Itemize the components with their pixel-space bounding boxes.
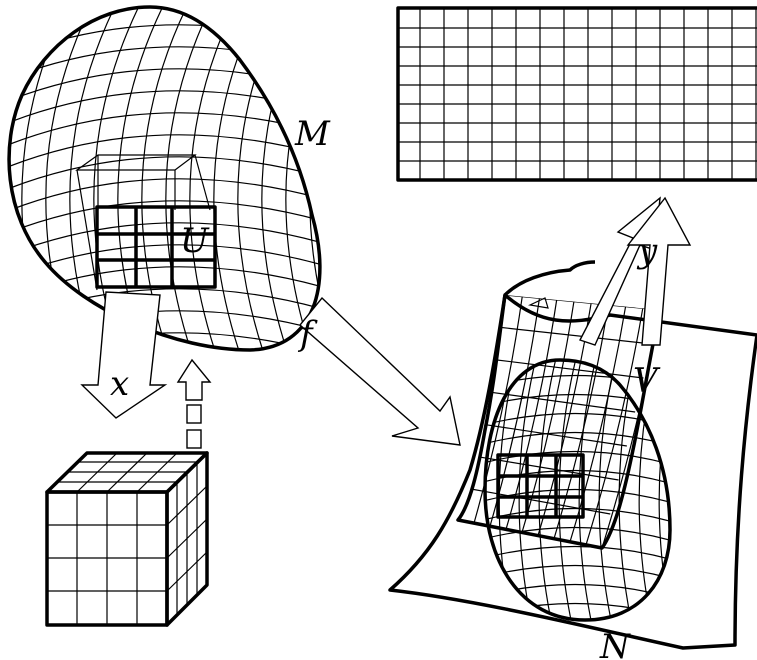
coordinate-grid-outline [396,6,757,182]
label-y: y [636,231,658,271]
chart-patch-v [456,294,662,550]
label-n: N [599,627,631,660]
chart-arrow-x [80,291,212,449]
image-of-m-outline [483,358,672,622]
chart-patch-v-image [496,453,585,519]
label-x: x [110,364,129,404]
coordinate-cube [45,451,209,627]
manifold-n-fold [503,260,596,297]
label-u: U [180,221,210,261]
map-arrow-f [299,296,461,446]
chart-patch-v-outline [456,294,662,550]
coordinate-grid-rn [396,6,757,182]
chart-patch-u [75,154,217,291]
manifold-m-outline [7,5,322,352]
label-m: M [294,114,331,154]
image-of-m-in-n [483,358,672,622]
chart-patch-u-frame [95,205,217,289]
label-v: V [633,361,661,401]
chart-arrow-y [579,196,692,346]
